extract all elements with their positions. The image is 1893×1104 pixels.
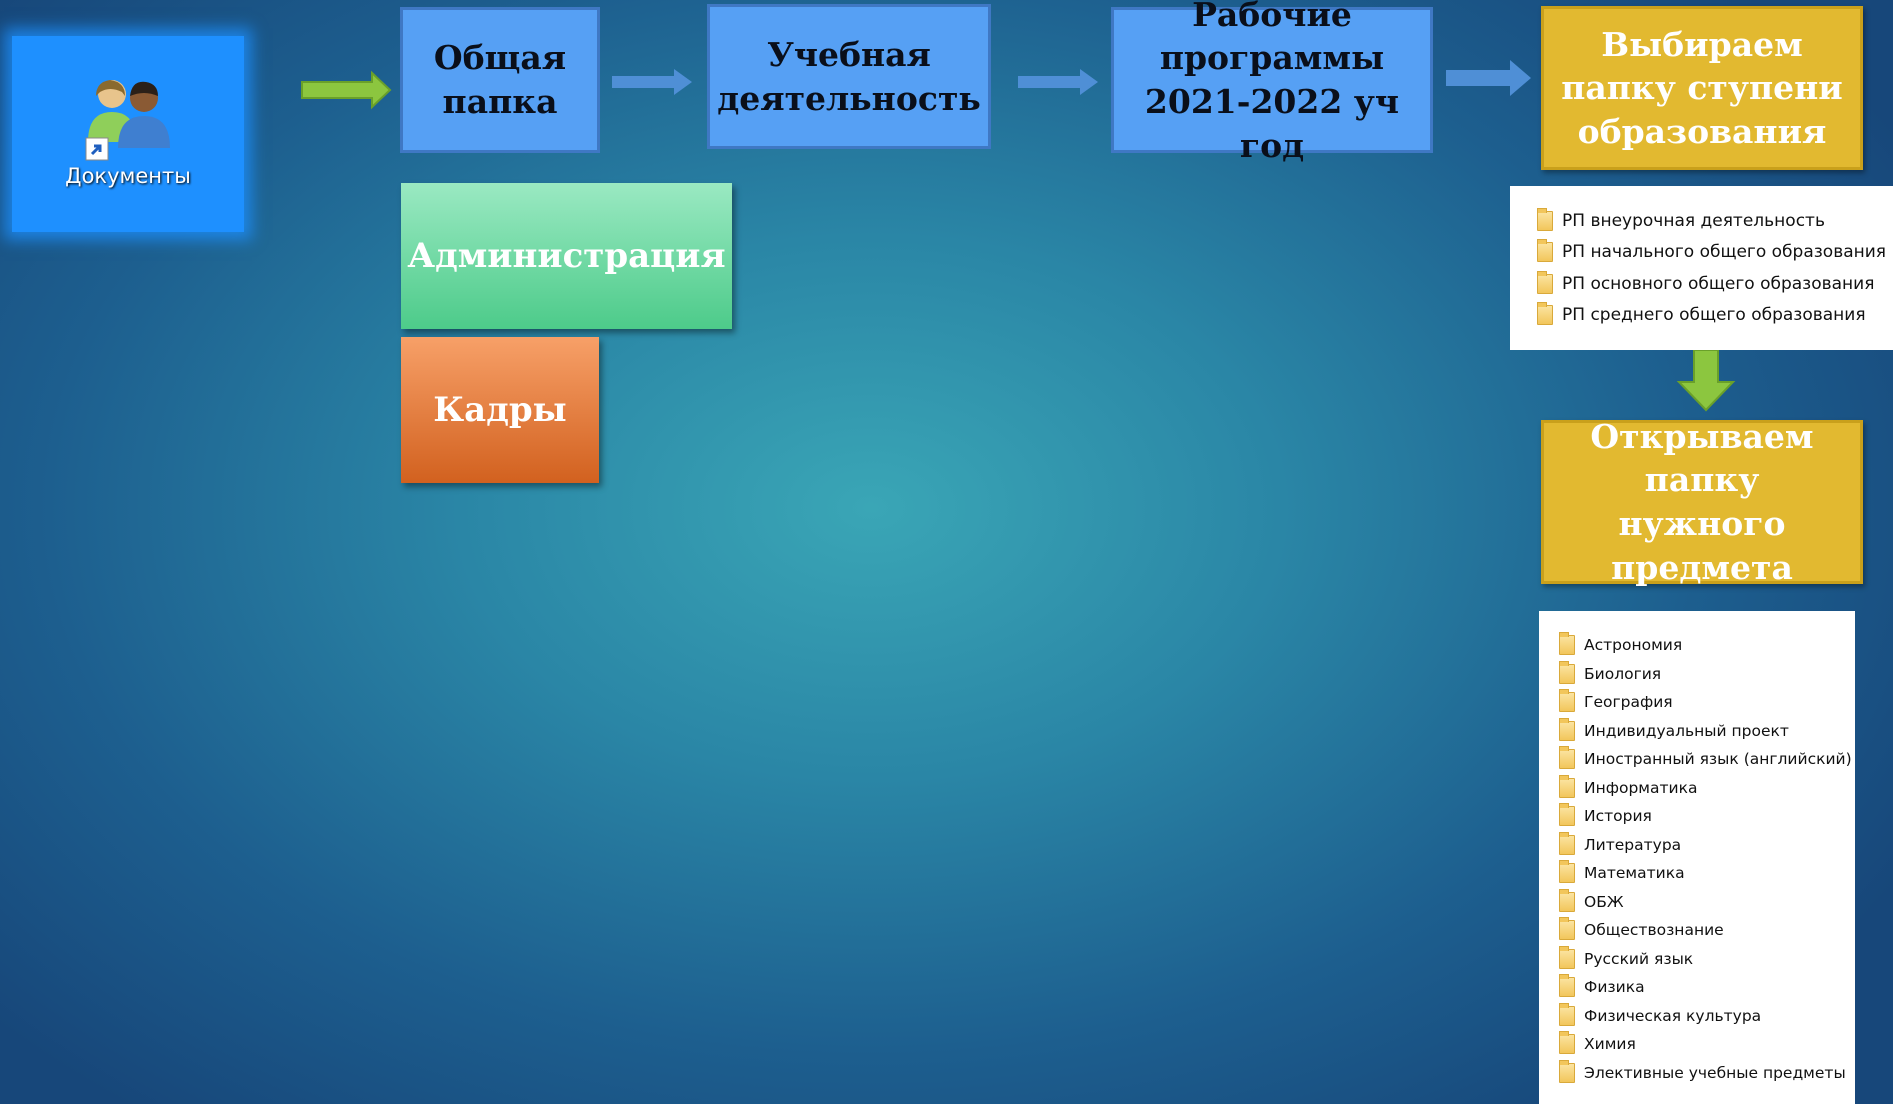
folder-icon [1559, 660, 1575, 684]
folder-icon [1537, 302, 1553, 326]
folder-item-label: Русский язык [1584, 949, 1694, 968]
step-open-subject: Открываем папку нужного предмета [1541, 417, 1863, 587]
staff-label: Кадры [433, 389, 567, 430]
step-open-subject-label: Открываем папку нужного предмета [1590, 416, 1814, 587]
folder-item-label: РП начального общего образования [1562, 242, 1887, 263]
folder-item-label: РП основного общего образования [1562, 273, 1875, 294]
folder-icon [1559, 1002, 1575, 1026]
folder-icon [1559, 632, 1575, 656]
folder-icon [1559, 831, 1575, 855]
staff-box: Кадры [401, 337, 599, 483]
blue-arrow-2 [1018, 69, 1098, 95]
folder-item-label: Математика [1584, 864, 1685, 883]
folder-item-label: Литература [1584, 835, 1682, 854]
folder-item[interactable]: Русский язык [1559, 945, 1855, 974]
folder-item[interactable]: Математика [1559, 859, 1855, 888]
folder-item[interactable]: Биология [1559, 660, 1855, 689]
folder-item[interactable]: Обществознание [1559, 916, 1855, 945]
administration-box: Администрация [401, 183, 732, 329]
folder-item[interactable]: Астрономия [1559, 631, 1855, 660]
folder-item[interactable]: География [1559, 688, 1855, 717]
folder-item-label: Иностранный язык (английский) [1584, 750, 1852, 769]
folder-icon [1559, 774, 1575, 798]
documents-icon-label: Документы [65, 164, 191, 188]
folder-icon [1537, 239, 1553, 263]
folder-item[interactable]: История [1559, 802, 1855, 831]
subject-folder-list: Астрономия Биология География Индивидуал… [1539, 611, 1855, 1104]
folder-icon [1537, 207, 1553, 231]
folder-item-label: Элективные учебные предметы [1584, 1063, 1846, 1082]
green-arrow-down [1676, 349, 1736, 412]
folder-icon [1559, 945, 1575, 969]
folder-icon [1537, 270, 1553, 294]
step-work-programs-label: Рабочие программы 2021-2022 уч год [1144, 0, 1400, 165]
folder-icon [1559, 689, 1575, 713]
folder-icon [1559, 717, 1575, 741]
folder-icon [1559, 1031, 1575, 1055]
step-choose-level-label: Выбираем папку ступени образования [1561, 24, 1843, 151]
blue-arrow-3 [1446, 60, 1531, 96]
folder-item-label: Обществознание [1584, 921, 1724, 940]
folder-item[interactable]: Информатика [1559, 774, 1855, 803]
folder-item-label: Химия [1584, 1035, 1636, 1054]
level-folder-list: РП внеурочная деятельность РП начального… [1510, 186, 1893, 350]
documents-desktop-icon[interactable]: Документы [12, 36, 244, 232]
folder-item-label: Физическая культура [1584, 1006, 1762, 1025]
step-shared-folder-label: Общая папка [433, 38, 567, 121]
administration-label: Администрация [407, 235, 726, 276]
folder-item[interactable]: Элективные учебные предметы [1559, 1059, 1855, 1088]
folder-item-label: Астрономия [1584, 636, 1683, 655]
folder-item-label: Информатика [1584, 778, 1698, 797]
folder-icon [1559, 746, 1575, 770]
folder-item[interactable]: Физическая культура [1559, 1002, 1855, 1031]
step-work-programs: Рабочие программы 2021-2022 уч год [1111, 0, 1433, 165]
folder-item[interactable]: Химия [1559, 1030, 1855, 1059]
folder-item[interactable]: Иностранный язык (английский) [1559, 745, 1855, 774]
folder-icon [1559, 974, 1575, 998]
step-academic-activity: Учебная деятельность [707, 4, 991, 149]
folder-item-label: География [1584, 693, 1673, 712]
folder-item-label: РП среднего общего образования [1562, 305, 1866, 326]
folder-item-label: История [1584, 807, 1652, 826]
folder-item[interactable]: РП основного общего образования [1537, 268, 1893, 300]
folder-item-label: Индивидуальный проект [1584, 721, 1789, 740]
blue-arrow-1 [612, 69, 692, 95]
folder-item[interactable]: Литература [1559, 831, 1855, 860]
folder-icon [1559, 917, 1575, 941]
folder-item-label: Биология [1584, 664, 1662, 683]
folder-item-label: РП внеурочная деятельность [1562, 210, 1825, 231]
folder-item-label: ОБЖ [1584, 892, 1624, 911]
folder-icon [1559, 888, 1575, 912]
green-arrow-to-shared [301, 70, 392, 110]
step-shared-folder: Общая папка [400, 7, 600, 153]
step-academic-activity-label: Учебная деятельность [717, 34, 981, 118]
folder-item[interactable]: РП внеурочная деятельность [1537, 205, 1893, 237]
users-shortcut-icon [85, 80, 170, 161]
step-choose-level: Выбираем папку ступени образования [1541, 6, 1863, 170]
folder-item[interactable]: ОБЖ [1559, 888, 1855, 917]
folder-item[interactable]: РП начального общего образования [1537, 237, 1893, 269]
folder-icon [1559, 860, 1575, 884]
folder-item[interactable]: РП среднего общего образования [1537, 300, 1893, 332]
folder-item-label: Физика [1584, 978, 1645, 997]
folder-icon [1559, 803, 1575, 827]
folder-item[interactable]: Физика [1559, 973, 1855, 1002]
folder-icon [1559, 1059, 1575, 1083]
folder-item[interactable]: Индивидуальный проект [1559, 717, 1855, 746]
